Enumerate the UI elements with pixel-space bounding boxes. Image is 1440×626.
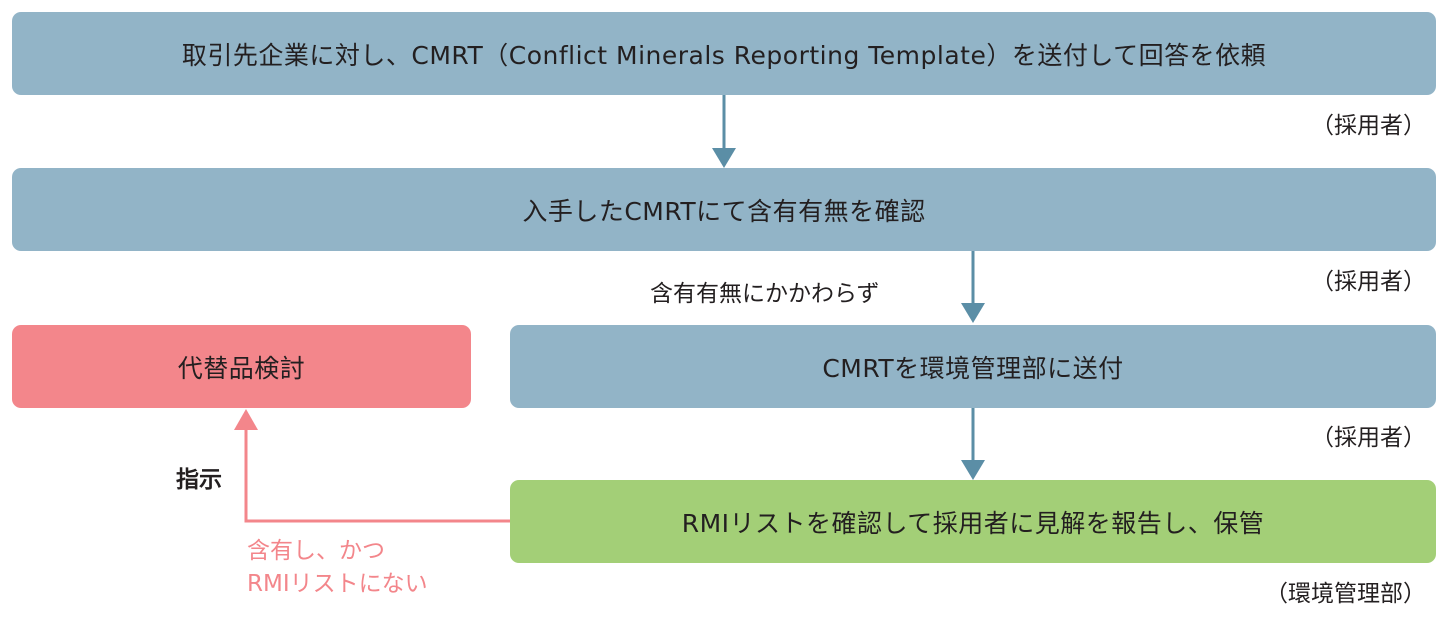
edge-label-condition-line2: RMIリストにない xyxy=(247,571,428,597)
edge-label-instruct: 指示 xyxy=(176,467,222,493)
arrowhead-request-to-check xyxy=(712,148,736,168)
arrow-report-to-alternative xyxy=(244,428,511,523)
role-send: （採用者） xyxy=(1311,425,1426,451)
step-request-text: 取引先企業に対し、CMRT（Conflict Minerals Reportin… xyxy=(181,40,1267,70)
step-alternative-text: 代替品検討 xyxy=(177,353,306,383)
role-report: （環境管理部） xyxy=(1265,581,1426,607)
edge-label-regardless: 含有有無にかかわらず xyxy=(650,281,880,307)
edge-label-condition-line1: 含有し、かつ xyxy=(247,538,385,564)
step-send-box: CMRTを環境管理部に送付 xyxy=(510,325,1436,408)
step-check-text: 入手したCMRTにて含有有無を確認 xyxy=(522,196,926,226)
role-request: （採用者） xyxy=(1311,113,1426,139)
step-check-box: 入手したCMRTにて含有有無を確認 xyxy=(12,168,1436,251)
step-report-text: RMIリストを確認して採用者に見解を報告し、保管 xyxy=(681,508,1265,538)
arrowhead-send-to-report xyxy=(961,460,985,480)
edge-label-condition: 含有し、かつ RMIリストにない xyxy=(247,535,428,601)
step-send-text: CMRTを環境管理部に送付 xyxy=(822,353,1124,383)
arrowhead-report-to-alternative xyxy=(234,409,258,430)
step-request-box: 取引先企業に対し、CMRT（Conflict Minerals Reportin… xyxy=(12,12,1436,95)
step-alternative-box: 代替品検討 xyxy=(12,325,471,408)
arrowhead-check-to-send xyxy=(961,303,985,323)
role-check: （採用者） xyxy=(1311,269,1426,295)
step-report-box: RMIリストを確認して採用者に見解を報告し、保管 xyxy=(510,480,1436,563)
